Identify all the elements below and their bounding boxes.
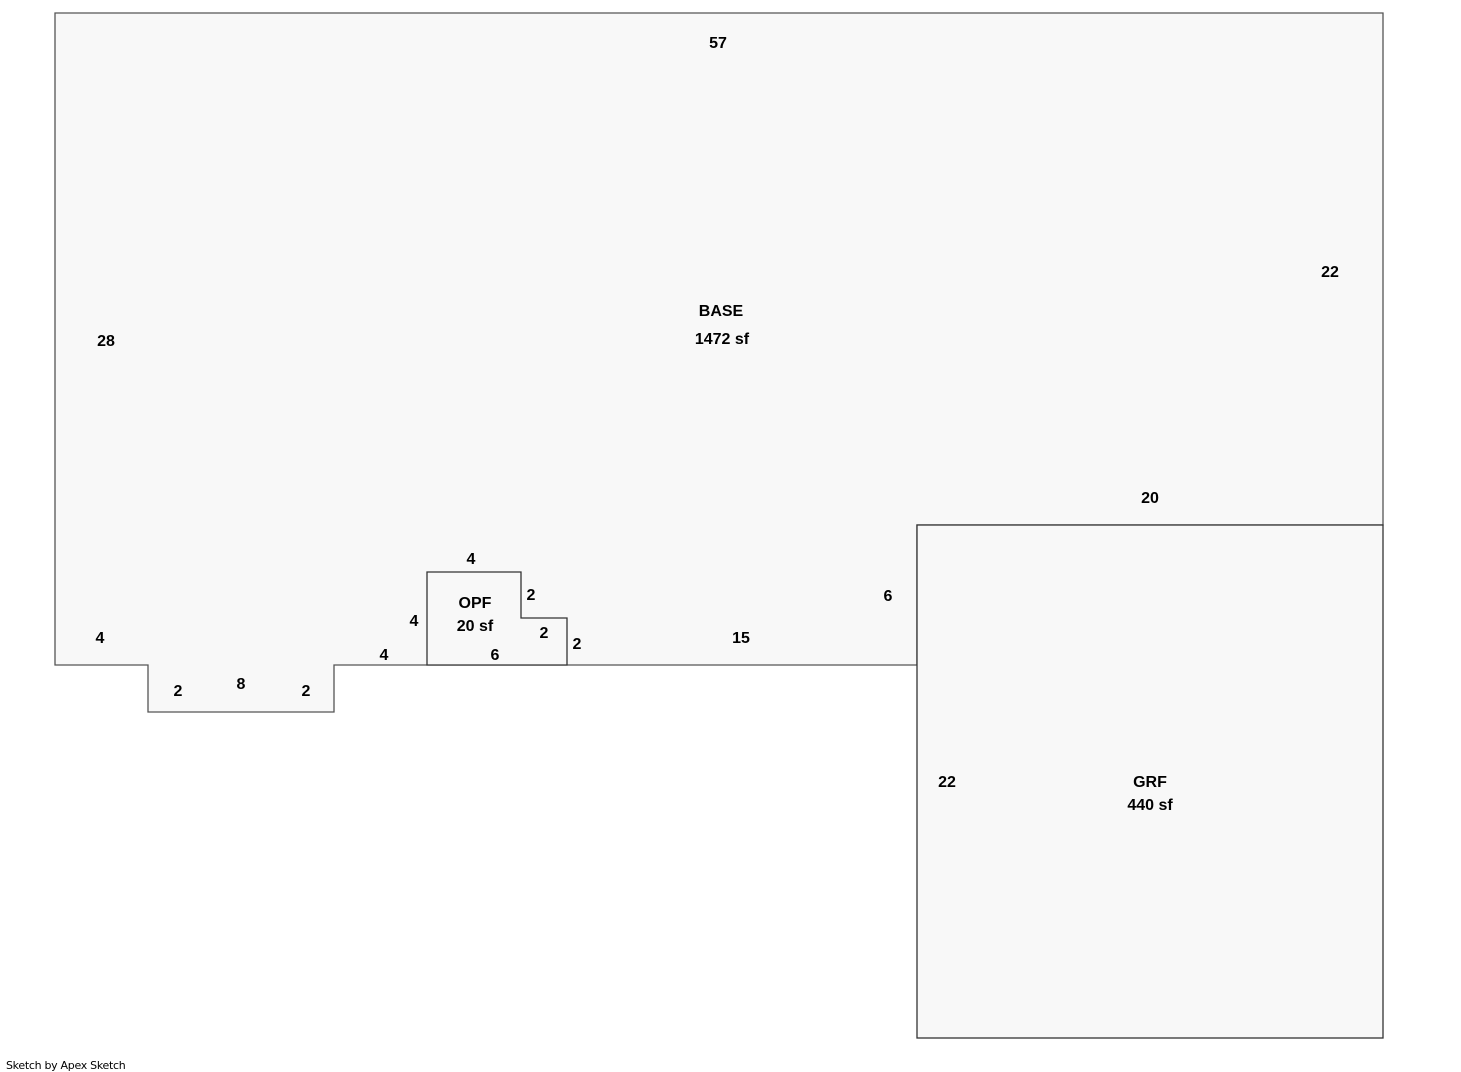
- dimension-label: 6: [491, 647, 500, 664]
- dimension-label: 8: [237, 676, 246, 693]
- dimension-label: 6: [884, 588, 893, 605]
- dimension-label: 15: [732, 630, 750, 647]
- dimension-label: 4: [380, 647, 389, 664]
- dimension-label: 22: [1321, 264, 1339, 281]
- grf-area-outline: [916, 524, 1384, 1039]
- dimension-label: 4: [96, 630, 105, 647]
- dimension-label: 2: [573, 636, 582, 653]
- dimension-label: 4: [410, 613, 419, 630]
- opf-area-outline: [426, 571, 568, 666]
- opf-label: OPF: [459, 595, 492, 612]
- dimension-label: 28: [97, 333, 115, 350]
- base-area-outline: [54, 12, 1384, 713]
- dimension-label: 2: [527, 587, 536, 604]
- dimension-label: 4: [467, 551, 476, 568]
- dimension-label: 2: [540, 625, 549, 642]
- dimension-label: 2: [174, 683, 183, 700]
- dimension-label: 2: [302, 683, 311, 700]
- opf-area-label: 20 sf: [457, 618, 494, 635]
- sketch-credit: Sketch by Apex Sketch: [6, 1059, 126, 1072]
- dimension-label: 57: [709, 35, 727, 52]
- base-area-label: 1472 sf: [695, 331, 750, 348]
- dimension-label: 22: [938, 774, 956, 791]
- base-label: BASE: [699, 303, 744, 320]
- dimension-label: 20: [1141, 490, 1159, 507]
- grf-area-label: 440 sf: [1127, 797, 1173, 814]
- grf-label: GRF: [1133, 774, 1167, 791]
